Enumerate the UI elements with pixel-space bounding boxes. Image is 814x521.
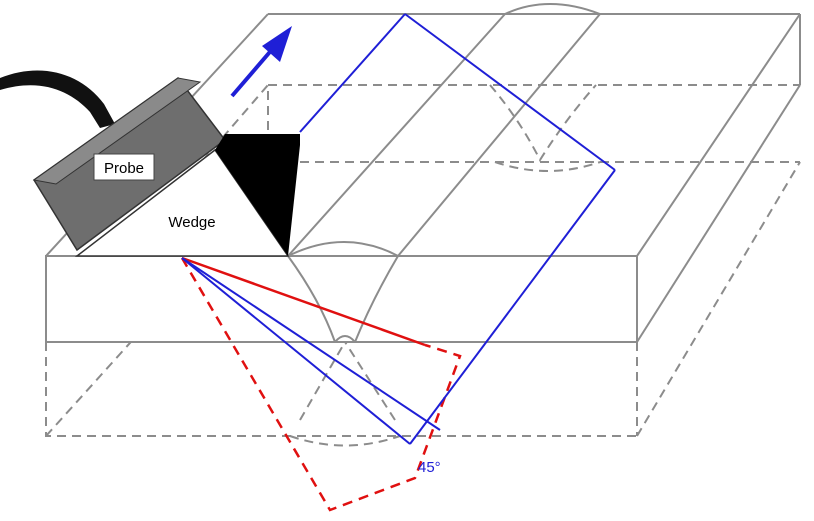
crystal-element — [215, 134, 300, 256]
probe-label: Probe — [104, 160, 144, 177]
probe-assembly: Probe Wedge — [32, 76, 300, 257]
wedge-label: Wedge — [168, 214, 215, 231]
beam-spread — [180, 256, 462, 512]
probe-label-bg — [93, 153, 155, 181]
probe-cable — [0, 70, 115, 128]
beam-path — [181, 13, 616, 445]
beam-angle-label: 45° — [418, 459, 441, 476]
probe-top — [32, 77, 202, 185]
scan-direction-arrow-icon — [230, 26, 292, 98]
